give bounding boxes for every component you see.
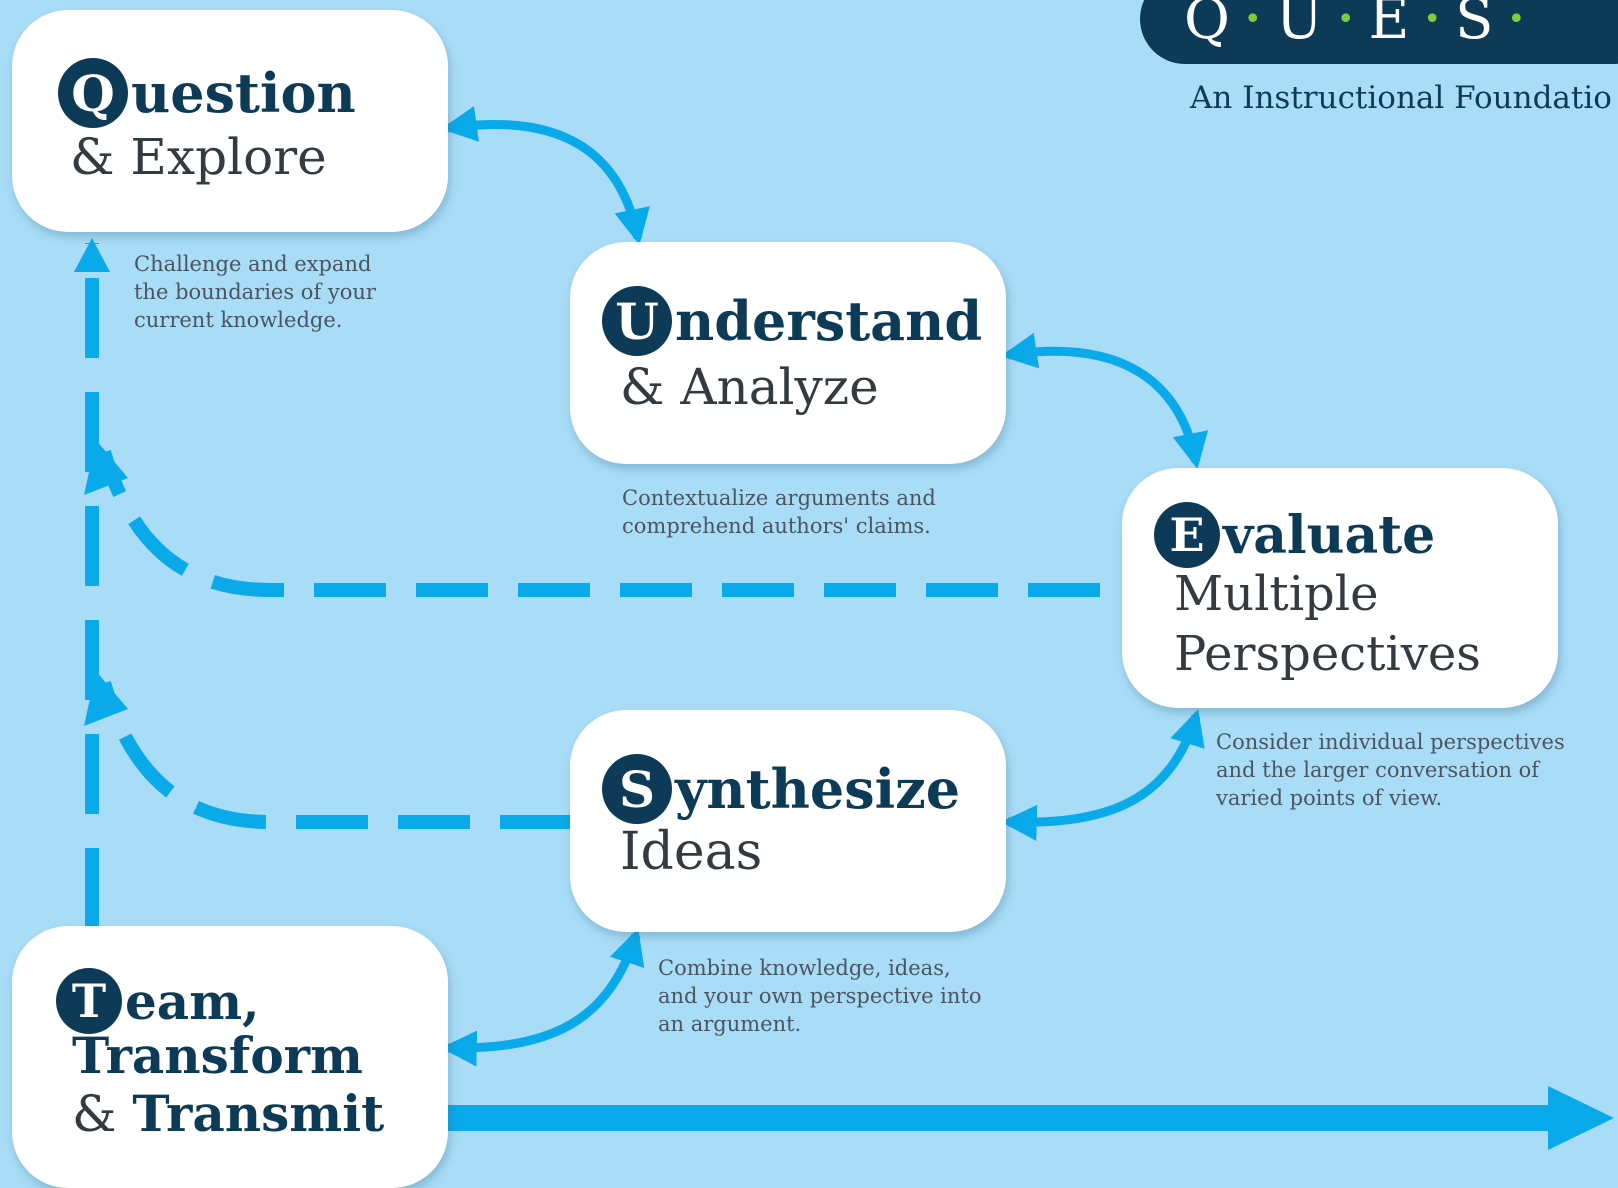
logo-dot: • bbox=[1243, 1, 1266, 37]
desc-line: and the larger conversation of bbox=[1216, 758, 1540, 782]
card-synthesize: S ynthesize Ideas bbox=[570, 710, 1006, 932]
subtitle-perspectives: Perspectives bbox=[1174, 626, 1481, 682]
quest-logo: Q • U • E • S • bbox=[1140, 0, 1618, 64]
desc-line: varied points of view. bbox=[1216, 786, 1443, 810]
logo-dot: • bbox=[1423, 1, 1446, 37]
title-question: uestion bbox=[131, 61, 356, 125]
desc-line: current knowledge. bbox=[134, 308, 343, 332]
arrow-evaluate-synthesize bbox=[1000, 709, 1205, 841]
title-evaluate: valuate bbox=[1223, 504, 1436, 566]
title-transmit: Transmit bbox=[132, 1084, 385, 1143]
subtitle-ideas: Ideas bbox=[620, 822, 763, 882]
logo-letter-s: S bbox=[1455, 0, 1498, 52]
dashed-evaluate-return-head bbox=[84, 440, 128, 495]
subtitle-analyze: & Analyze bbox=[620, 358, 879, 416]
desc-question: Challenge and expand the boundaries of y… bbox=[134, 250, 376, 334]
title-understand: nderstand bbox=[675, 289, 983, 353]
badge-s: S bbox=[602, 754, 672, 824]
subtitle-explore: & Explore bbox=[70, 128, 327, 186]
subtitle-multiple: Multiple bbox=[1174, 566, 1379, 622]
logo-letter-q: Q bbox=[1184, 0, 1234, 52]
card-team-title: T eam, bbox=[56, 968, 260, 1034]
logo-dot: • bbox=[1507, 1, 1530, 37]
desc-line: Consider individual perspectives bbox=[1216, 730, 1565, 754]
bottom-thick-arrowhead bbox=[1548, 1086, 1614, 1150]
title-transmit-prefix: & bbox=[72, 1085, 133, 1143]
badge-q: Q bbox=[58, 58, 128, 128]
badge-u: U bbox=[602, 286, 672, 356]
desc-line: and your own perspective into bbox=[658, 984, 982, 1008]
logo-letter-u: U bbox=[1275, 0, 1327, 52]
title-transform: Transform bbox=[72, 1026, 363, 1085]
badge-t: T bbox=[56, 968, 122, 1034]
desc-evaluate: Consider individual perspectives and the… bbox=[1216, 728, 1565, 812]
card-question: Q uestion & Explore bbox=[12, 10, 448, 232]
desc-line: Contextualize arguments and bbox=[622, 486, 936, 510]
dashed-synthesize-return-head bbox=[84, 671, 128, 726]
dashed-synthesize-return bbox=[97, 681, 572, 829]
desc-line: an argument. bbox=[658, 1012, 802, 1036]
card-understand-title: U nderstand bbox=[602, 286, 982, 356]
card-team: T eam, Transform & Transmit bbox=[12, 926, 448, 1188]
card-evaluate: E valuate Multiple Perspectives bbox=[1122, 468, 1558, 708]
logo-tagline: An Instructional Foundatio bbox=[1190, 80, 1612, 116]
desc-line: Challenge and expand bbox=[134, 252, 372, 276]
card-evaluate-title: E valuate bbox=[1154, 502, 1435, 568]
badge-e: E bbox=[1154, 502, 1220, 568]
card-understand: U nderstand & Analyze bbox=[570, 242, 1006, 464]
arrow-synthesize-team bbox=[440, 928, 645, 1067]
desc-understand: Contextualize arguments and comprehend a… bbox=[622, 484, 936, 540]
arrow-understand-evaluate bbox=[1000, 332, 1209, 470]
desc-line: Combine knowledge, ideas, bbox=[658, 956, 951, 980]
arrow-question-understand bbox=[440, 106, 650, 246]
title-transmit-line: & Transmit bbox=[72, 1084, 384, 1143]
desc-line: the boundaries of your bbox=[134, 280, 376, 304]
title-team: eam, bbox=[125, 971, 260, 1031]
desc-synthesize: Combine knowledge, ideas, and your own p… bbox=[658, 954, 982, 1038]
logo-dot: • bbox=[1336, 1, 1359, 37]
card-synthesize-title: S ynthesize bbox=[602, 754, 960, 824]
dashed-vertical-arrowhead bbox=[74, 238, 110, 272]
logo-letter-e: E bbox=[1368, 0, 1414, 52]
title-synthesize: ynthesize bbox=[675, 757, 961, 821]
dashed-evaluate-return bbox=[97, 450, 1100, 597]
desc-line: comprehend authors' claims. bbox=[622, 514, 931, 538]
card-question-title: Q uestion bbox=[58, 58, 356, 128]
